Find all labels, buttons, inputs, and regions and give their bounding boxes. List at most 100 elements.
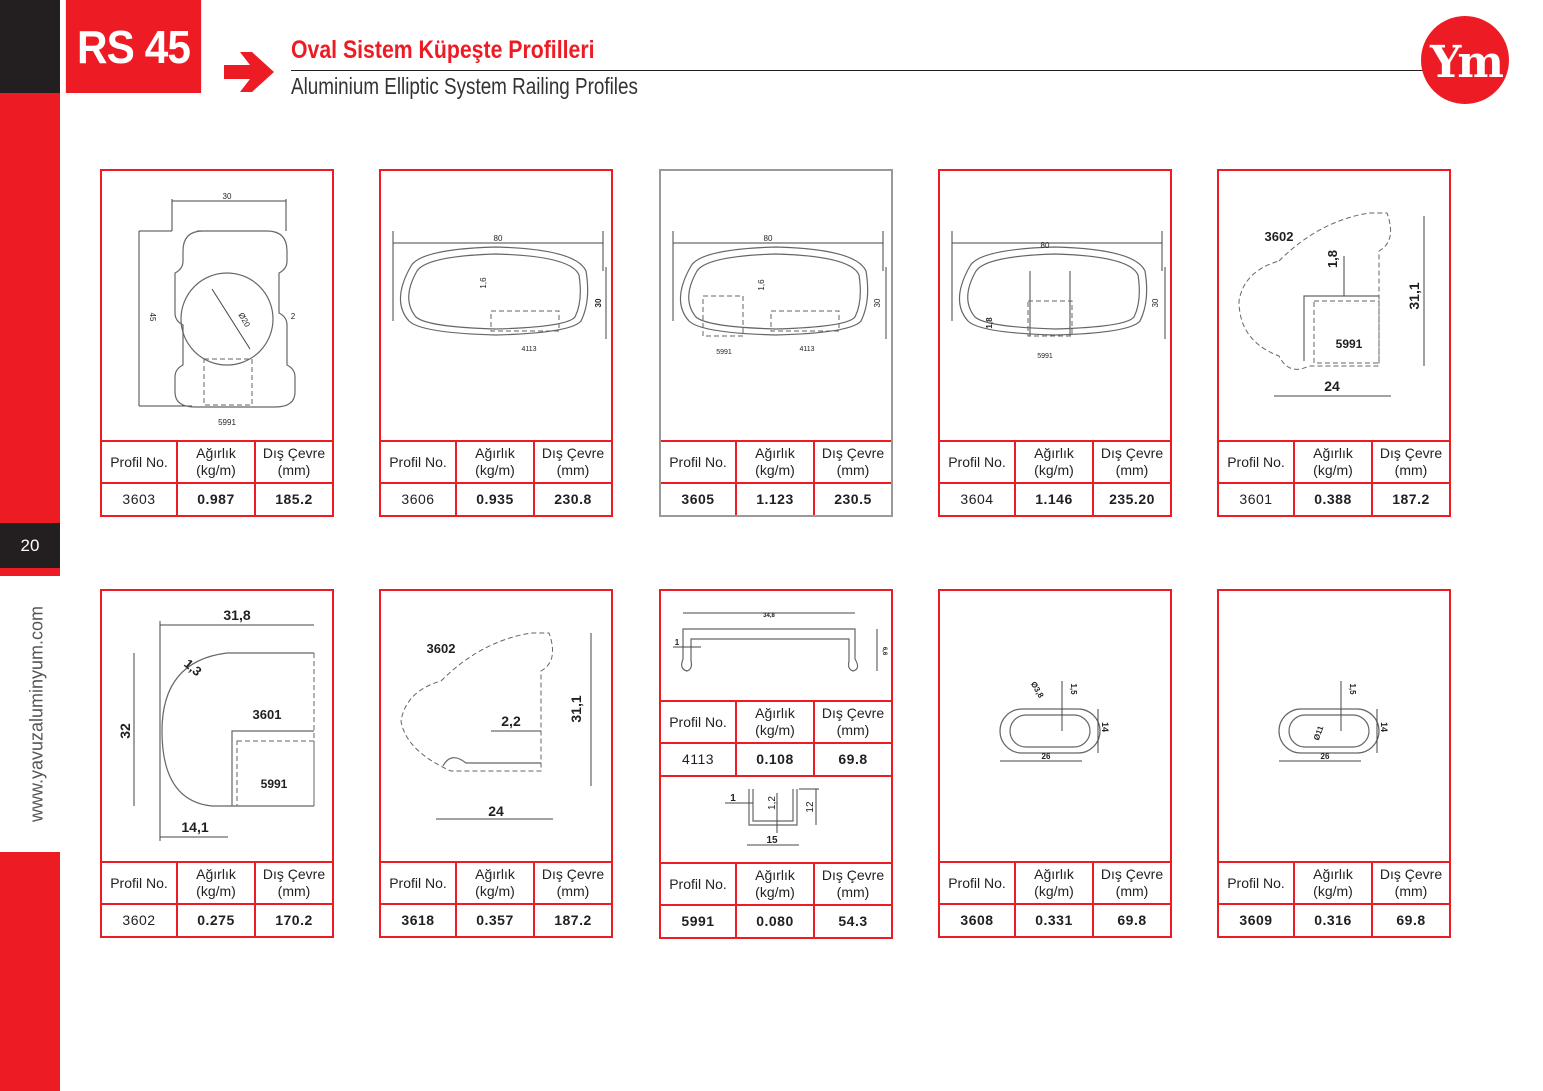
header-profile-no: Profil No. bbox=[940, 863, 1016, 905]
profile-no: 4113 bbox=[661, 744, 737, 775]
profile-spec-table: Profil No. Ağırlık (kg/m) Dış Çevre (mm)… bbox=[102, 863, 332, 936]
side-bar bbox=[0, 568, 60, 576]
dimension-label: 12 bbox=[805, 801, 816, 813]
header-profile-no: Profil No. bbox=[940, 442, 1016, 484]
dimension-label: 30 bbox=[594, 298, 603, 307]
header-profile-no: Profil No. bbox=[1219, 442, 1295, 484]
perimeter-value: 230.5 bbox=[834, 491, 872, 508]
dimension-label: 3601 bbox=[253, 707, 282, 722]
header-weight: Ağırlık (kg/m) bbox=[737, 702, 815, 744]
dimension-label: 5991 bbox=[1037, 353, 1053, 360]
dimension-label: Ø3,8 bbox=[1029, 680, 1046, 700]
header-perimeter: Dış Çevre (mm) bbox=[1373, 863, 1449, 905]
weight-value: 0.080 bbox=[737, 906, 815, 937]
dimension-label: 1,6 bbox=[479, 277, 488, 289]
corner-block bbox=[0, 0, 60, 93]
profile-drawing: 1 1,2 12 15 bbox=[661, 777, 891, 864]
header-weight: Ağırlık (kg/m) bbox=[1016, 442, 1094, 484]
dimension-label: 5991 bbox=[1336, 337, 1363, 351]
perimeter-value: 235.20 bbox=[1109, 491, 1155, 508]
dimension-label: 80 bbox=[764, 234, 773, 243]
profile-spec-table: Profil No. Ağırlık (kg/m) Dış Çevre (mm)… bbox=[940, 442, 1170, 515]
weight-value: 1.146 bbox=[1016, 484, 1094, 515]
divider bbox=[291, 70, 1426, 71]
header-weight: Ağırlık (kg/m) bbox=[1016, 863, 1094, 905]
header-profile-no: Profil No. bbox=[1219, 863, 1295, 905]
dimension-label: 14,1 bbox=[181, 819, 208, 835]
side-bar bbox=[0, 93, 60, 523]
dimension-label: 15 bbox=[766, 835, 778, 846]
dimension-label: 5991 bbox=[218, 418, 236, 427]
header-perimeter: Dış Çevre (mm) bbox=[1373, 442, 1449, 484]
header-perimeter: Dış Çevre (mm) bbox=[815, 864, 891, 906]
dimension-label: 26 bbox=[1042, 752, 1051, 761]
profile-no: 3606 bbox=[381, 484, 457, 515]
dimension-label: 14 bbox=[1100, 722, 1110, 732]
arrow-right-icon bbox=[224, 52, 274, 92]
dimension-label: 5991 bbox=[261, 777, 288, 791]
dimension-label: 80 bbox=[1041, 241, 1050, 250]
header-profile-no: Profil No. bbox=[102, 863, 178, 905]
dimension-label: 1 bbox=[675, 638, 680, 647]
perimeter-value: 69.8 bbox=[838, 751, 868, 768]
dimension-label: 5991 bbox=[716, 349, 732, 356]
header-profile-no: Profil No. bbox=[661, 702, 737, 744]
side-bar bbox=[0, 852, 60, 1091]
header-weight: Ağırlık (kg/m) bbox=[737, 442, 815, 484]
profile-drawing: Ø3,8 1,5 14 26 bbox=[940, 591, 1170, 863]
page-title: Oval Sistem Küpeşte Profilleri bbox=[291, 36, 595, 64]
perimeter-value: 69.8 bbox=[1117, 912, 1147, 929]
dimension-label: Ø11 bbox=[1312, 724, 1326, 741]
header-weight: Ağırlık (kg/m) bbox=[457, 863, 535, 905]
header-profile-no: Profil No. bbox=[381, 442, 457, 484]
header-profile-no: Profil No. bbox=[381, 863, 457, 905]
profile-no: 3604 bbox=[940, 484, 1016, 515]
weight-value: 0.357 bbox=[457, 905, 535, 936]
dimension-label: 2,2 bbox=[501, 713, 521, 729]
weight-value: 0.331 bbox=[1016, 905, 1094, 936]
dimension-label: 1 bbox=[730, 793, 736, 804]
profile-spec-table: Profil No. Ağırlık (kg/m) Dış Çevre (mm)… bbox=[940, 863, 1170, 936]
dimension-label: 1,6 bbox=[757, 279, 766, 291]
profile-no: 3608 bbox=[940, 905, 1016, 936]
weight-value: 0.316 bbox=[1295, 905, 1373, 936]
dimension-label: 1,2 bbox=[767, 796, 778, 810]
weight-value: 0.388 bbox=[1295, 484, 1373, 515]
page-number: 20 bbox=[0, 523, 60, 568]
perimeter-value: 170.2 bbox=[275, 912, 313, 929]
profile-spec-table: Profil No. Ağırlık (kg/m) Dış Çevre (mm)… bbox=[1219, 442, 1449, 515]
header-weight: Ağırlık (kg/m) bbox=[457, 442, 535, 484]
weight-value: 0.275 bbox=[178, 905, 256, 936]
dimension-label: 3602 bbox=[427, 641, 456, 656]
dimension-label: 24 bbox=[1324, 378, 1340, 394]
weight-value: 0.108 bbox=[737, 744, 815, 775]
header-profile-no: Profil No. bbox=[102, 442, 178, 484]
header-weight: Ağırlık (kg/m) bbox=[1295, 442, 1373, 484]
dimension-label: 1,5 bbox=[1069, 683, 1078, 695]
header-perimeter: Dış Çevre (mm) bbox=[535, 863, 611, 905]
dimension-label: Ø20 bbox=[236, 311, 252, 329]
perimeter-value: 230.8 bbox=[554, 491, 592, 508]
profile-no: 3601 bbox=[1219, 484, 1295, 515]
dimension-label: 26 bbox=[1321, 752, 1330, 761]
perimeter-value: 187.2 bbox=[554, 912, 592, 929]
header-weight: Ağırlık (kg/m) bbox=[737, 864, 815, 906]
dimension-label: 31,8 bbox=[223, 607, 250, 623]
dimension-label: 1,8 bbox=[1325, 250, 1340, 268]
profile-no: 3603 bbox=[102, 484, 178, 515]
dimension-label: 14 bbox=[1379, 722, 1389, 732]
profile-no: 3618 bbox=[381, 905, 457, 936]
